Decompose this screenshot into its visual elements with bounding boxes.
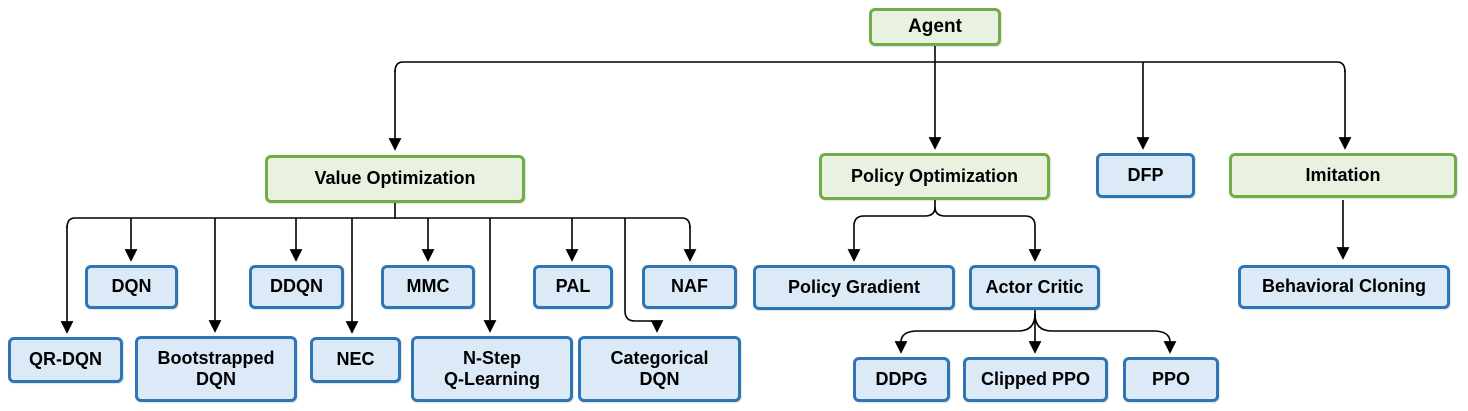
node-agent-label: Agent: [908, 15, 962, 37]
node-ddqn: DDQN: [249, 265, 344, 309]
edge-ac-ddpg: [894, 313, 1036, 354]
node-pal: PAL: [533, 265, 613, 309]
node-ppo: PPO: [1123, 357, 1219, 402]
node-policy-optimization: Policy Optimization: [819, 153, 1050, 200]
node-imitation-label: Imitation: [1305, 164, 1381, 185]
edge-agent-bus: [394, 61, 1346, 73]
node-policy-gradient: Policy Gradient: [753, 265, 955, 310]
node-nec: NEC: [310, 337, 401, 383]
node-ddqn-label: DDQN: [270, 276, 323, 297]
node-bootstrapped-dqn: Bootstrapped DQN: [135, 336, 297, 402]
node-naf-label: NAF: [671, 276, 708, 297]
node-qr-dqn: QR-DQN: [8, 337, 123, 383]
node-categorical-dqn: Categorical DQN: [578, 336, 741, 402]
node-value-optimization-label: Value Optimization: [314, 168, 476, 189]
node-agent: Agent: [869, 8, 1001, 46]
node-bootstrapped-dqn-label: Bootstrapped DQN: [157, 347, 275, 389]
edge-po-actor-critic: [934, 206, 1042, 262]
node-policy-optimization-label: Policy Optimization: [850, 165, 1019, 186]
node-behavioral-cloning-label: Behavioral Cloning: [1261, 276, 1427, 297]
node-naf: NAF: [642, 265, 737, 309]
node-clipped-ppo-label: Clipped PPO: [980, 368, 1090, 389]
node-n-step-q-learning-label: N-Step Q-Learning: [443, 347, 540, 389]
node-policy-gradient-label: Policy Gradient: [787, 276, 921, 297]
node-qr-dqn-label: QR-DQN: [29, 349, 102, 370]
node-nec-label: NEC: [336, 349, 375, 370]
edge-ac-ppo: [1034, 313, 1177, 354]
node-imitation: Imitation: [1229, 153, 1457, 198]
node-mmc-label: MMC: [406, 276, 450, 297]
edge-po-policy-gradient: [847, 206, 936, 262]
node-actor-critic-label: Actor Critic: [985, 276, 1084, 297]
node-ddpg: DDPG: [853, 357, 950, 402]
node-dqn-label: DQN: [111, 276, 152, 297]
node-ddpg-label: DDPG: [875, 368, 928, 389]
node-dfp-label: DFP: [1127, 164, 1164, 185]
edge-vo-bus: [66, 217, 691, 229]
node-categorical-dqn-label: Categorical DQN: [610, 347, 709, 389]
node-dfp: DFP: [1096, 153, 1195, 198]
node-dqn: DQN: [85, 265, 178, 309]
node-n-step-q-learning: N-Step Q-Learning: [411, 336, 573, 402]
node-pal-label: PAL: [555, 276, 591, 297]
edge-vo-categorical-dqn: [624, 218, 664, 333]
node-behavioral-cloning: Behavioral Cloning: [1238, 265, 1450, 309]
node-actor-critic: Actor Critic: [969, 265, 1100, 310]
node-clipped-ppo: Clipped PPO: [963, 357, 1108, 402]
node-mmc: MMC: [381, 265, 475, 309]
node-ppo-label: PPO: [1151, 368, 1190, 389]
node-value-optimization: Value Optimization: [265, 155, 525, 203]
